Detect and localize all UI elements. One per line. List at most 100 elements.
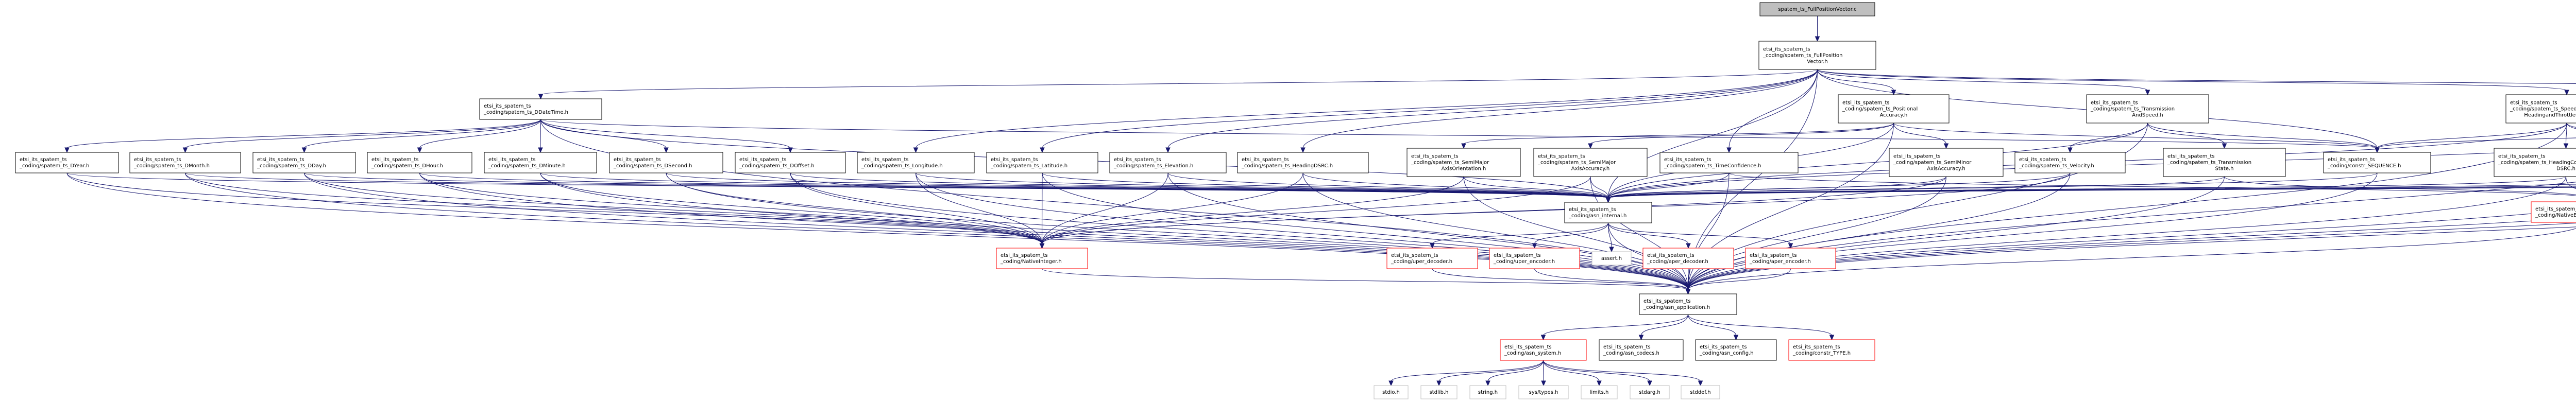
node-label: _coding/spatem_ts_DDateTime.h (483, 110, 568, 115)
node-velocity[interactable]: etsi_its_spatem_ts_coding/spatem_ts_Velo… (2014, 152, 2126, 173)
node-label: sys/types.h (1529, 390, 1558, 395)
node-constrseq[interactable]: etsi_its_spatem_ts_coding/constr_SEQUENC… (2323, 152, 2431, 173)
node-nativeenum[interactable]: etsi_its_spatem_ts_coding/NativeEnumerat… (2531, 201, 2576, 223)
edge-fpv-to-shtconf (1817, 69, 2567, 91)
edge-asnsystem-to-stdio (1391, 360, 1544, 382)
edge-asninternal-to-uperdec (1432, 222, 1608, 244)
node-label: etsi_its_spatem_ts (484, 103, 531, 109)
edge-ddatetime-to-dyear (66, 119, 541, 149)
edge-fpv-to-posacc (1817, 69, 1894, 91)
arrowhead-icon (1597, 380, 1602, 387)
edge-latitude-to-asninternal (1042, 172, 1608, 199)
node-asnapp[interactable]: etsi_its_spatem_ts_coding/asn_applicatio… (1639, 293, 1737, 315)
node-latitude[interactable]: etsi_its_spatem_ts_coding/spatem_ts_Lati… (986, 152, 1098, 173)
node-box (2014, 152, 2126, 173)
edge-longitude-to-nativeint (916, 172, 1042, 244)
node-label: etsi_its_spatem_ts (1494, 253, 1541, 258)
arrowhead-icon (2222, 143, 2227, 149)
edge-transspeed-to-constrseq (2147, 123, 2378, 149)
node-box (479, 98, 602, 120)
node-smaorient[interactable]: etsi_its_spatem_ts_coding/spatem_ts_Semi… (1406, 148, 1521, 177)
edge-uperenc-to-asnapp (1534, 268, 1688, 290)
node-label: etsi_its_spatem_ts (1001, 253, 1048, 258)
arrowhead-icon (1388, 380, 1394, 387)
node-label: etsi_its_spatem_ts (1569, 207, 1616, 213)
node-transstate[interactable]: etsi_its_spatem_ts_coding/spatem_ts_Tran… (2163, 148, 2286, 177)
arrowhead-icon (1605, 197, 1611, 203)
node-label: string.h (1478, 390, 1498, 395)
arrowhead-icon (1588, 143, 1593, 149)
node-constrtype[interactable]: etsi_its_spatem_ts_coding/constr_TYPE.h (1788, 339, 1875, 361)
edge-ddatetime-to-dday (304, 119, 541, 149)
edge-dminute-to-asnapp (540, 172, 1688, 290)
node-longitude[interactable]: etsi_its_spatem_ts_coding/spatem_ts_Long… (857, 152, 975, 173)
node-aperdec[interactable]: etsi_its_spatem_ts_coding/aper_decoder.h (1642, 248, 1734, 269)
node-label: etsi_its_spatem_ts (20, 157, 67, 163)
node-label: _coding/NativeInteger.h (1000, 259, 1062, 265)
arrowhead-icon (2564, 90, 2569, 96)
node-asnconfig[interactable]: etsi_its_spatem_ts_coding/asn_config.h (1695, 339, 1777, 361)
node-label: Vector.h (1807, 59, 1827, 65)
node-headconf[interactable]: etsi_its_spatem_ts_coding/spatem_ts_Head… (2494, 148, 2576, 177)
edge-nativeenum-to-asnapp (1688, 228, 2576, 290)
arrowhead-icon (1685, 289, 1691, 295)
edge-asninternal-to-aperdec (1608, 222, 1689, 244)
node-label: _coding/spatem_ts_FullPosition (1762, 53, 1842, 59)
node-dday[interactable]: etsi_its_spatem_ts_coding/spatem_ts_DDay… (252, 152, 356, 173)
node-box (1838, 94, 1950, 124)
node-headingdsrc[interactable]: etsi_its_spatem_ts_coding/spatem_ts_Head… (1237, 152, 1369, 173)
node-uperdec[interactable]: etsi_its_spatem_ts_coding/uper_decoder.h (1386, 248, 1478, 269)
node-ddatetime[interactable]: etsi_its_spatem_ts_coding/spatem_ts_DDat… (479, 98, 602, 120)
arrowhead-icon (1532, 243, 1537, 249)
node-aperenc[interactable]: etsi_its_spatem_ts_coding/aper_encoder.h (1745, 248, 1836, 269)
node-box (1681, 385, 1720, 399)
node-timeconf[interactable]: etsi_its_spatem_ts_coding/spatem_ts_Time… (1659, 152, 1799, 173)
edge-smaorient-to-asninternal (1463, 176, 1608, 199)
node-dhour[interactable]: etsi_its_spatem_ts_coding/spatem_ts_DHou… (367, 152, 472, 173)
edge-asnapp-to-asncodecs (1641, 314, 1688, 336)
node-box (15, 152, 119, 173)
node-dminute[interactable]: etsi_its_spatem_ts_coding/spatem_ts_DMin… (484, 152, 597, 173)
node-label: _coding/spatem_ts_SemiMinor (1893, 160, 1972, 166)
node-elevation[interactable]: etsi_its_spatem_ts_coding/spatem_ts_Elev… (1109, 152, 1227, 173)
edge-ddatetime-to-doffset (540, 119, 791, 149)
node-nativeint[interactable]: etsi_its_spatem_ts_coding/NativeInteger.… (996, 248, 1088, 269)
node-root[interactable]: spatem_ts_FullPositionVector.c (1759, 2, 1875, 16)
node-box (1564, 202, 1652, 223)
node-box (2163, 148, 2286, 177)
node-dsecond[interactable]: etsi_its_spatem_ts_coding/spatem_ts_DSec… (609, 152, 723, 173)
node-label: _coding/spatem_ts_Speedand (2510, 107, 2576, 112)
arrowhead-icon (1609, 247, 1614, 253)
node-box (2505, 94, 2576, 124)
node-label: stdlib.h (1430, 390, 1449, 395)
node-dyear[interactable]: etsi_its_spatem_ts_coding/spatem_ts_DYea… (15, 152, 119, 173)
node-label: _coding/aper_decoder.h (1647, 259, 1708, 265)
node-box (484, 152, 597, 173)
node-uperenc[interactable]: etsi_its_spatem_ts_coding/uper_encoder.h (1489, 248, 1580, 269)
node-box (609, 152, 723, 173)
edge-asninternal-to-aperenc (1608, 222, 1791, 244)
edge-shtconf-to-constrseq (2377, 123, 2567, 149)
node-asninternal[interactable]: etsi_its_spatem_ts_coding/asn_internal.h (1564, 202, 1652, 223)
node-fpv[interactable]: etsi_its_spatem_ts_coding/spatem_ts_Full… (1758, 41, 1876, 70)
node-box (1386, 248, 1478, 269)
node-smaacc[interactable]: etsi_its_spatem_ts_coding/spatem_ts_Semi… (1533, 148, 1648, 177)
edge-ddatetime-to-dmonth (185, 119, 541, 149)
node-sminacc[interactable]: etsi_its_spatem_ts_coding/spatem_ts_Semi… (1889, 148, 2004, 177)
node-label: _coding/spatem_ts_HeadingDSRC.h (1241, 163, 1333, 169)
edge-doffset-to-asninternal (790, 172, 1608, 199)
node-doffset[interactable]: etsi_its_spatem_ts_coding/spatem_ts_DOff… (735, 152, 846, 173)
edge-asnsystem-to-string (1487, 360, 1544, 382)
node-label: etsi_its_spatem_ts (488, 157, 536, 163)
edge-doffset-to-asnapp (790, 172, 1688, 290)
node-dmonth[interactable]: etsi_its_spatem_ts_coding/spatem_ts_DMon… (129, 152, 241, 173)
node-shtconf[interactable]: etsi_its_spatem_ts_coding/spatem_ts_Spee… (2505, 94, 2576, 124)
node-posacc[interactable]: etsi_its_spatem_ts_coding/spatem_ts_Posi… (1838, 94, 1950, 124)
arrowhead-icon (1943, 143, 1949, 149)
node-label: etsi_its_spatem_ts (991, 157, 1038, 163)
node-transspeed[interactable]: etsi_its_spatem_ts_coding/spatem_ts_Tran… (2086, 94, 2209, 124)
edges-layer (64, 16, 2576, 387)
node-asncodecs[interactable]: etsi_its_spatem_ts_coding/asn_codecs.h (1599, 339, 1684, 361)
arrowhead-icon (1436, 380, 1442, 387)
node-asnsystem[interactable]: etsi_its_spatem_ts_coding/asn_system.h (1500, 339, 1587, 361)
